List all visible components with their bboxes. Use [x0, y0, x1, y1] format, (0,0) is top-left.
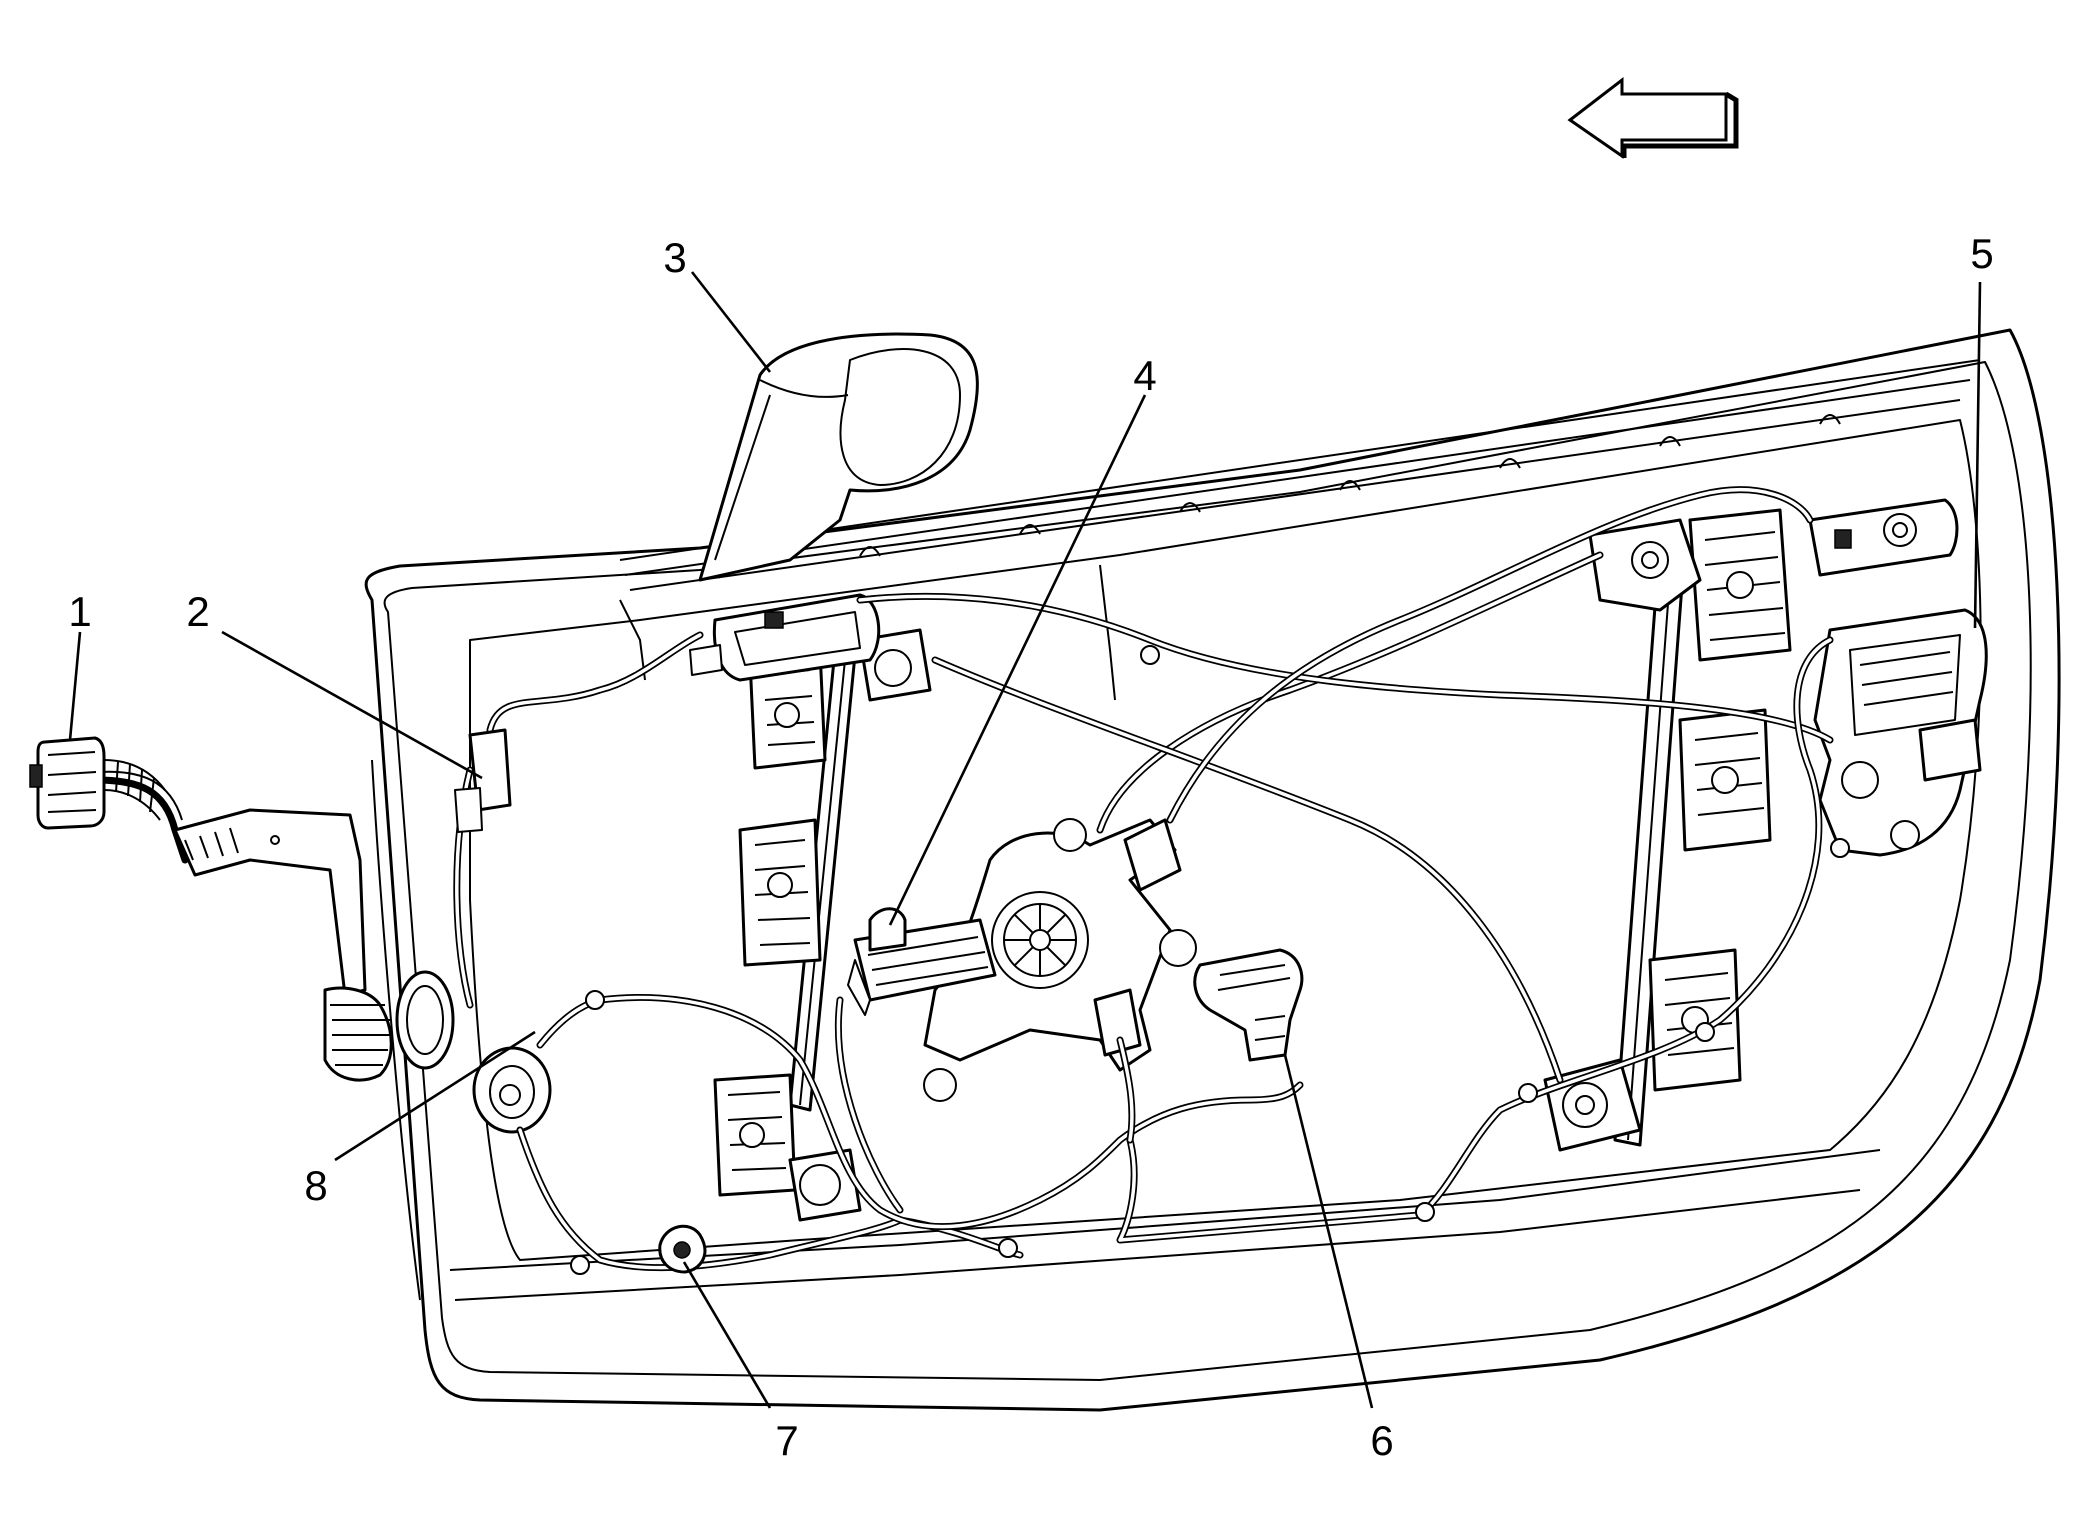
- door-lock-actuator: [1808, 498, 1988, 857]
- callout-2: 2: [186, 588, 209, 635]
- outside-mirror: [698, 332, 979, 582]
- window-regulator-motor: [847, 818, 1197, 1102]
- door-panel: [364, 328, 2061, 1412]
- callout-3: 3: [663, 234, 686, 281]
- callout-8: 8: [304, 1162, 327, 1209]
- callout-5: 5: [1970, 230, 1993, 277]
- callouts: 1 2 3 4 5 6 7 8: [68, 230, 1993, 1464]
- wire-harness: [91, 486, 1850, 1275]
- harness-connector: [29, 736, 166, 830]
- callout-1: 1: [68, 588, 91, 635]
- callout-6: 6: [1370, 1417, 1393, 1464]
- direction-arrow-icon: [1567, 76, 1739, 159]
- callout-7: 7: [775, 1417, 798, 1464]
- inside-door-handle: [689, 593, 881, 682]
- callout-4: 4: [1133, 352, 1156, 399]
- window-regulator: [713, 508, 1792, 1222]
